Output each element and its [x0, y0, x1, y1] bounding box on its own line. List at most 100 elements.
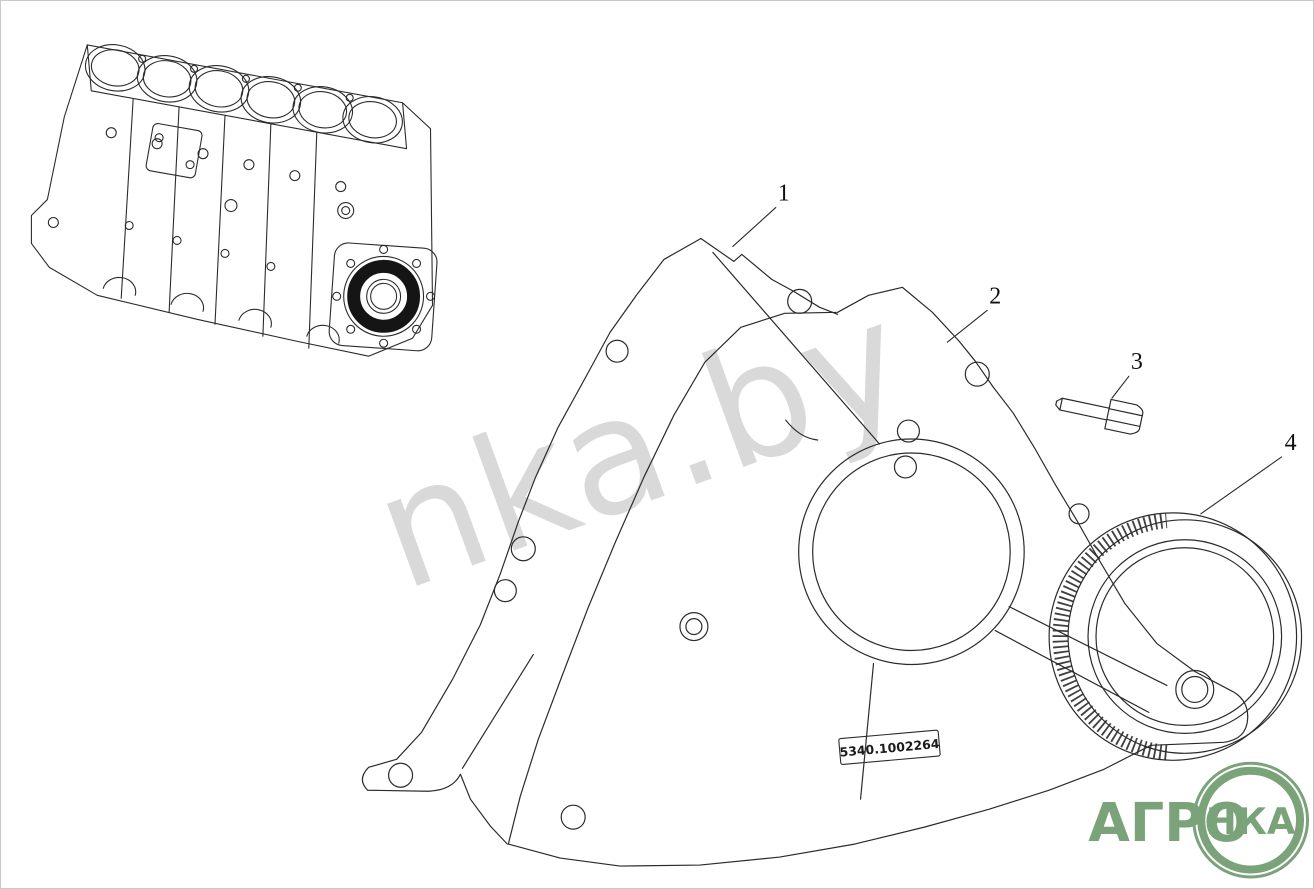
- boss-hole: [151, 138, 163, 150]
- block-outline: [30, 44, 434, 357]
- boss-hole: [197, 148, 209, 160]
- side-plate-hole: [154, 133, 164, 143]
- leader-line-2: [946, 309, 988, 343]
- boss-hole: [289, 170, 301, 182]
- boss-hole: [341, 205, 351, 216]
- cover-outline: [507, 286, 1249, 867]
- cover-hole: [896, 419, 921, 443]
- crank-arches: [102, 276, 340, 344]
- part-number-stamp: 5340.1002264: [838, 729, 941, 765]
- gasket-outline-right: [700, 237, 839, 315]
- gasket-hole: [510, 536, 536, 562]
- block-deck-band: [86, 44, 408, 150]
- cylinder-bore: [246, 81, 296, 119]
- side-plate-hole: [185, 160, 195, 170]
- rear-seal-inner: [370, 282, 398, 310]
- logo-ring-inner: [1197, 766, 1305, 874]
- bolt-head-facets: [1106, 408, 1143, 428]
- housing-bolt-hole: [346, 258, 356, 268]
- cover-foot-boss: [1175, 669, 1215, 710]
- housing-bolt-hole: [379, 244, 389, 254]
- cover-rib: [859, 662, 875, 800]
- cylinder-bore: [142, 60, 192, 98]
- rear-seal-inner: [366, 278, 402, 314]
- housing-bolt-hole: [346, 324, 356, 334]
- boss-hole: [224, 199, 238, 213]
- boss-hole: [337, 201, 355, 220]
- part-number-text: 5340.1002264: [839, 736, 940, 760]
- deck-hole: [138, 54, 147, 63]
- housing-bolt-hole: [379, 338, 389, 348]
- gasket-inner-edge: [712, 251, 881, 445]
- housing-bolt-hole: [412, 324, 422, 334]
- deck-hole: [345, 93, 354, 102]
- cover-boss: [685, 618, 703, 636]
- watermark-text: nka.by: [353, 265, 931, 627]
- cylinder-bore: [240, 76, 302, 124]
- seal-face-inner: [1087, 539, 1283, 734]
- leader-line-1: [732, 206, 777, 247]
- cover-seal-bore-outer: [798, 438, 1025, 666]
- callout-2: 2: [989, 283, 1001, 309]
- cylinder-bore: [292, 86, 354, 134]
- seal-part-4: [1048, 512, 1303, 761]
- seal-face-outer: [1067, 519, 1303, 754]
- cover-hole: [560, 804, 586, 830]
- gasket-hole: [388, 762, 414, 788]
- cylinder-bore: [136, 55, 198, 103]
- cylinder-bore: [84, 44, 146, 92]
- housing-bolt-hole: [425, 291, 436, 301]
- boss-hole: [105, 127, 117, 139]
- block-ribs: [120, 98, 318, 349]
- deck-hole: [190, 64, 199, 73]
- seal-housing: [328, 242, 438, 352]
- agro-nka-logo: АГРО НКА: [1088, 761, 1310, 879]
- gasket-outline-left: [361, 237, 702, 845]
- cover-hole: [1068, 503, 1090, 525]
- cover-hole: [964, 361, 990, 387]
- boss-hole: [172, 235, 182, 245]
- logo-text-agro: АГРО: [1088, 791, 1249, 854]
- callout-1: 1: [778, 181, 790, 207]
- gasket-leg-inner-edge: [461, 653, 534, 769]
- bolt-part-3: [1055, 397, 1144, 435]
- housing-bolt-hole: [332, 291, 342, 301]
- callout-3: 3: [1131, 349, 1143, 375]
- callout-4: 4: [1285, 430, 1297, 456]
- bolt-head: [1104, 398, 1144, 435]
- cover-detail-arc: [785, 419, 819, 441]
- rear-seal-outer: [343, 255, 425, 337]
- boss-hole: [124, 220, 134, 231]
- housing-bolt-hole: [412, 258, 422, 268]
- boss-hole: [47, 216, 59, 229]
- seal-outer-silhouette: [1048, 512, 1298, 761]
- logo-ring-outer: [1192, 761, 1310, 879]
- boss-hole: [266, 261, 276, 271]
- gasket-part-1: [361, 237, 881, 845]
- cover-boss: [679, 612, 709, 642]
- boss-hole: [243, 159, 255, 171]
- seal-bore: [1095, 547, 1275, 726]
- seal-hatch-band: [1052, 513, 1168, 760]
- cover-foot-hole: [1181, 675, 1209, 704]
- leader-line-3: [1111, 375, 1130, 399]
- cover-seal-bore-inner: [812, 452, 1011, 652]
- part-number-box: [838, 729, 941, 765]
- gasket-hole: [493, 579, 517, 603]
- cylinder-bore: [90, 49, 140, 87]
- cylinder-bore: [348, 101, 397, 139]
- cylinder-bore: [188, 65, 250, 113]
- deck-hole: [241, 74, 250, 83]
- logo-text-nka: НКА: [1206, 800, 1296, 843]
- cylinder-bore: [298, 91, 348, 129]
- bolt-shaft: [1055, 397, 1110, 421]
- rear-seal-ring: [347, 259, 421, 333]
- boss-hole: [220, 248, 230, 258]
- gasket-hole: [605, 339, 629, 363]
- cover-hole: [893, 455, 918, 479]
- engine-block-illustration: [30, 44, 438, 357]
- cover-part-2: [507, 286, 1249, 867]
- side-plate: [145, 122, 203, 179]
